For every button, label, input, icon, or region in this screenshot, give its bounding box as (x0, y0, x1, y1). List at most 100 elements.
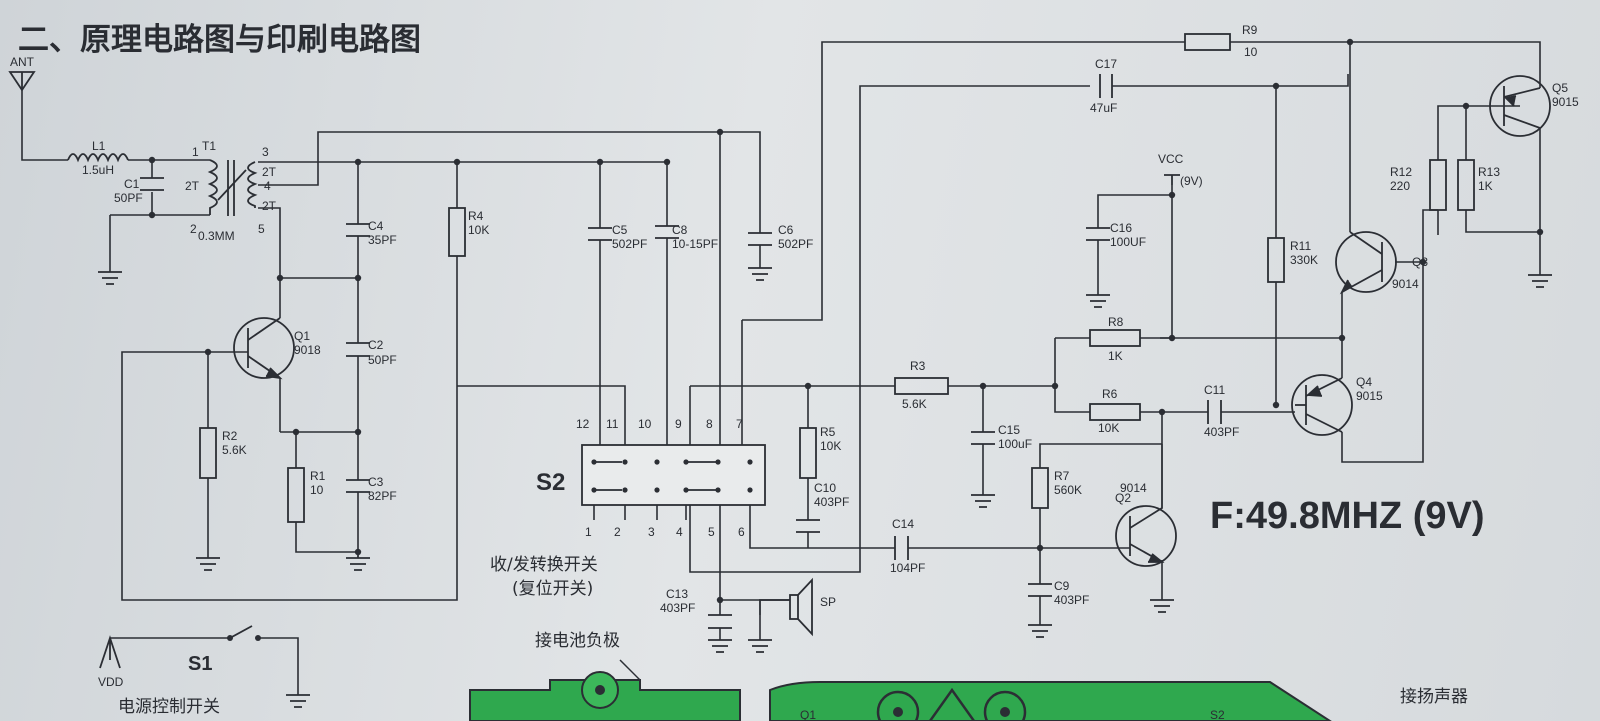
c6-ref: C6 (778, 223, 794, 237)
pcb-s2-label: S2 (1210, 708, 1225, 721)
q2-type: 9014 (1120, 481, 1147, 495)
s2-top-pin-labels: 12 11 10 9 8 7 (576, 417, 743, 431)
r1-ref: R1 (310, 469, 326, 483)
r12-value: 220 (1390, 179, 1410, 193)
antenna-symbol (8, 71, 36, 92)
r7-ref: R7 (1054, 469, 1070, 483)
c3-value: 82PF (368, 489, 397, 503)
s2-ref: S2 (536, 469, 565, 496)
c4-ref: C4 (368, 219, 384, 233)
r5-value: 10K (820, 439, 841, 453)
r11-value: 330K (1290, 253, 1318, 267)
r4-value: 10K (468, 223, 489, 237)
c11-value: 403PF (1204, 425, 1239, 439)
q1-ref: Q1 (294, 329, 310, 343)
transistor-q3 (1335, 231, 1397, 295)
frequency-note: F:49.8MHZ (9V) (1210, 495, 1484, 537)
capacitor-c9 (1028, 583, 1052, 597)
vcc-terminal (1164, 174, 1180, 185)
c15-value: 100uF (998, 437, 1032, 451)
c11-ref: C11 (1204, 383, 1225, 397)
t1-wire: 0.3MM (198, 229, 235, 243)
t1-turns-sec-1: 2T (262, 165, 277, 179)
s2-pin-11: 11 (606, 417, 619, 431)
c16-ref: C16 (1110, 221, 1132, 235)
r5-ref: R5 (820, 425, 836, 439)
t1-turns-sec-2: 2T (262, 199, 277, 213)
c13-ref: C13 (666, 587, 688, 601)
c1-value: 50PF (114, 191, 143, 205)
s2-pin-12: 12 (576, 417, 590, 431)
pcb-preview (469, 659, 1332, 721)
r8-ref: R8 (1108, 315, 1124, 329)
c16-value: 100UF (1110, 235, 1146, 249)
q5-ref: Q5 (1552, 81, 1568, 95)
transistor-q5 (1489, 75, 1551, 137)
capacitor-c17 (1099, 74, 1113, 98)
c13-value: 403PF (660, 601, 695, 615)
t1-pin-1: 1 (192, 145, 199, 159)
pcb-q1-label: Q1 (800, 708, 816, 721)
r2-value: 5.6K (222, 443, 247, 457)
q4-ref: Q4 (1356, 375, 1372, 389)
switch-s2-body[interactable] (581, 444, 766, 506)
transistor-q2 (1115, 444, 1177, 567)
capacitor-c13 (708, 614, 732, 629)
l1-ref: L1 (92, 139, 106, 153)
diagram-title: 二、原理电路图与印刷电路图 (18, 22, 421, 58)
pcb-battery-negative-note: 接电池负极 (535, 631, 620, 651)
capacitor-c15 (971, 431, 995, 445)
q3-ref: Q3 (1412, 255, 1428, 269)
resistor-r13 (1457, 159, 1475, 211)
speaker-label: SP (820, 595, 836, 609)
capacitor-c4 (346, 223, 370, 237)
r7-value: 560K (1054, 483, 1082, 497)
ground-symbols (98, 267, 1552, 708)
vcc-label: VCC (1158, 152, 1184, 166)
capacitor-c2 (346, 342, 370, 357)
c17-value: 47uF (1090, 101, 1117, 115)
c8-ref: C8 (672, 223, 688, 237)
switch-s2-leads (593, 505, 687, 520)
s2-pin-4: 4 (676, 525, 683, 539)
c10-ref: C10 (814, 481, 836, 495)
c1-ref: C1 (124, 177, 140, 191)
antenna-label: ANT (10, 55, 35, 69)
pcb-speaker-note: 接扬声器 (1400, 687, 1468, 707)
c5-value: 502PF (612, 237, 647, 251)
r13-ref: R13 (1478, 165, 1500, 179)
c8-value: 10-15PF (672, 237, 718, 251)
s2-pin-6: 6 (738, 525, 745, 539)
inductor-l1 (67, 153, 129, 163)
r9-value: 10 (1244, 45, 1258, 59)
c17-ref: C17 (1095, 57, 1117, 71)
resistor-r8 (1089, 329, 1141, 347)
vdd-label: VDD (98, 675, 124, 689)
resistor-r4 (448, 207, 466, 257)
capacitor-c16 (1086, 227, 1110, 241)
resistor-r2 (199, 427, 217, 479)
r13-value: 1K (1478, 179, 1493, 193)
capacitor-c5 (588, 227, 612, 241)
c15-ref: C15 (998, 423, 1020, 437)
c5-ref: C5 (612, 223, 628, 237)
r9-ref: R9 (1242, 23, 1258, 37)
s2-pin-7: 7 (736, 417, 743, 431)
transistor-q1 (233, 317, 295, 380)
c9-ref: C9 (1054, 579, 1070, 593)
s2-pin-5: 5 (708, 525, 715, 539)
s2-pin-8: 8 (706, 417, 713, 431)
s1-caption: 电源控制开关 (118, 697, 220, 717)
switch-s1[interactable] (99, 625, 253, 669)
s2-caption-2: (复位开关) (512, 579, 593, 599)
c2-value: 50PF (368, 353, 397, 367)
c9-value: 403PF (1054, 593, 1089, 607)
s2-pin-1: 1 (585, 525, 592, 539)
speaker-symbol (759, 577, 813, 637)
s2-pin-3: 3 (648, 525, 655, 539)
junction-dots (148, 38, 1544, 604)
q1-type: 9018 (294, 343, 321, 357)
t1-pin-5: 5 (258, 222, 265, 236)
